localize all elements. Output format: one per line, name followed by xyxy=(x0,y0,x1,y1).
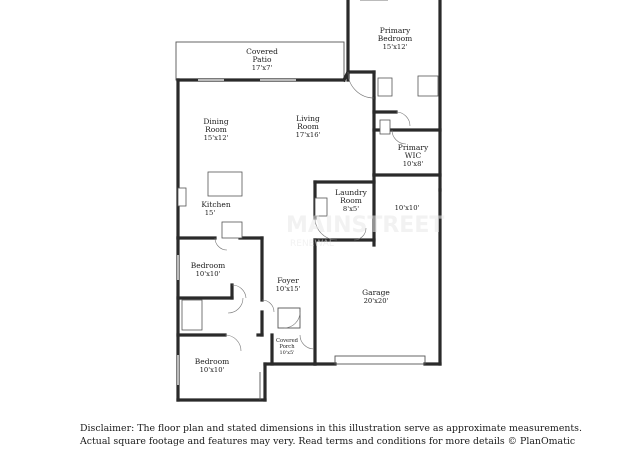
room-label-kitchen: Kitchen 15' xyxy=(201,200,230,217)
svg-text:8'x5': 8'x5' xyxy=(343,205,359,213)
primary-shower xyxy=(417,75,439,97)
disclaimer-line-2: Actual square footage and features may v… xyxy=(80,436,576,447)
svg-text:Bedroom: Bedroom xyxy=(378,34,412,43)
room-label-laundry-room: Laundry Room 8'x5' xyxy=(335,188,367,213)
primary-toilet xyxy=(377,77,393,97)
room-label-bedroom-2: Bedroom 10'x10' xyxy=(195,357,229,374)
room-label-covered-patio: Covered Patio 17'x7' xyxy=(246,47,278,72)
washer-dryer xyxy=(314,197,328,217)
fixtures xyxy=(177,75,439,400)
svg-text:RENEWAL: RENEWAL xyxy=(290,239,334,249)
svg-text:Room: Room xyxy=(340,196,362,205)
svg-text:20'x20': 20'x20' xyxy=(364,297,389,305)
svg-text:15'x12': 15'x12' xyxy=(204,134,229,142)
svg-text:Living: Living xyxy=(296,114,320,123)
room-label-covered-porch: Covered Porch 10'x5' xyxy=(276,338,299,356)
svg-text:Bedroom: Bedroom xyxy=(195,357,229,366)
svg-text:Laundry: Laundry xyxy=(335,188,367,197)
svg-text:Porch: Porch xyxy=(279,344,295,350)
svg-text:10'x5': 10'x5' xyxy=(279,350,294,356)
svg-text:Dining: Dining xyxy=(203,117,228,126)
room-label-bedroom-1: Bedroom 10'x10' xyxy=(191,261,225,278)
foyer-closet xyxy=(277,307,301,329)
kitchen-counter xyxy=(221,221,243,239)
hall-bath-tub xyxy=(181,299,203,331)
disclaimer: Disclaimer: The floor plan and stated di… xyxy=(80,422,582,448)
svg-text:10'x8': 10'x8' xyxy=(403,160,424,168)
disclaimer-line-1: Disclaimer: The floor plan and stated di… xyxy=(80,423,582,434)
svg-text:10'x10': 10'x10' xyxy=(196,270,221,278)
watermark: MAINSTREET RENEWAL xyxy=(286,213,444,249)
kitchen-island xyxy=(207,171,243,197)
room-label-extra-room: 10'x10' xyxy=(395,204,420,212)
svg-text:Bedroom: Bedroom xyxy=(191,261,225,270)
door-swings xyxy=(214,71,411,352)
svg-text:15'x12': 15'x12' xyxy=(383,43,408,51)
svg-text:MAINSTREET: MAINSTREET xyxy=(286,213,444,238)
svg-text:10'x15': 10'x15' xyxy=(276,285,301,293)
room-label-foyer: Foyer 10'x15' xyxy=(276,276,301,293)
svg-text:10'x10': 10'x10' xyxy=(395,204,420,212)
svg-text:15': 15' xyxy=(205,209,216,217)
room-label-garage: Garage 20'x20' xyxy=(362,288,390,305)
svg-text:17'x16': 17'x16' xyxy=(296,131,321,139)
room-label-primary-wic: Primary WIC 10'x8' xyxy=(398,143,429,168)
room-label-dining-room: Dining Room 15'x12' xyxy=(203,117,228,142)
svg-text:Primary: Primary xyxy=(380,26,411,35)
svg-text:Foyer: Foyer xyxy=(277,276,299,285)
svg-text:Room: Room xyxy=(297,122,319,131)
svg-text:Room: Room xyxy=(205,125,227,134)
room-label-primary-bedroom: Primary Bedroom 15'x12' xyxy=(378,26,412,51)
svg-text:WIC: WIC xyxy=(405,151,422,160)
svg-text:Covered: Covered xyxy=(276,338,299,344)
primary-vanity xyxy=(379,119,391,135)
svg-text:Covered: Covered xyxy=(246,47,278,56)
svg-text:Garage: Garage xyxy=(362,288,390,297)
svg-text:17'x7': 17'x7' xyxy=(252,64,273,72)
windows xyxy=(177,0,388,385)
room-label-living-room: Living Room 17'x16' xyxy=(296,114,321,139)
svg-text:Primary: Primary xyxy=(398,143,429,152)
svg-text:Patio: Patio xyxy=(252,55,272,64)
svg-text:10'x10': 10'x10' xyxy=(200,366,225,374)
svg-text:Kitchen: Kitchen xyxy=(201,200,230,209)
garage-door xyxy=(334,355,426,365)
kitchen-sink xyxy=(177,187,187,207)
